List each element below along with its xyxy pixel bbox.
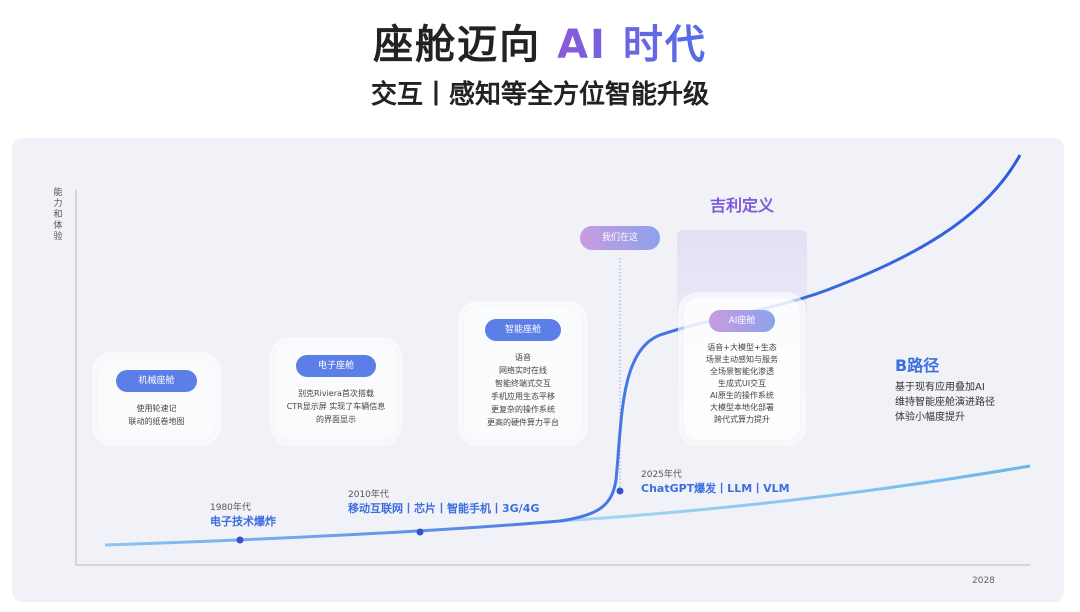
card-mechanical-cockpit: 机械座舱 使用轮速记联动的纸卷地图 <box>98 358 215 440</box>
card-tag: 电子座舱 <box>295 355 376 377</box>
b-path-curve <box>559 464 1031 523</box>
era-headline: ChatGPT爆发丨LLM丨VLM <box>641 482 790 495</box>
card-tag: AI座舱 <box>708 310 776 332</box>
card-line: 的界面显示 <box>316 415 356 424</box>
card-line: AI原生的操作系统 <box>710 391 774 400</box>
card-line: 使用轮速记 <box>136 404 177 413</box>
era-dot-1980 <box>236 536 244 544</box>
card-line: 别克Riviera首次搭载 <box>298 389 374 398</box>
card-ai-cockpit: AI座舱 语音+大模型+生态场景主动感知与服务全场景智能化渗透生成式UI交互 AI… <box>684 298 800 440</box>
y-axis-label: 能力和体验 <box>53 188 63 242</box>
card-line: 网络实时在线 <box>499 366 547 375</box>
era-dot-2010 <box>416 528 424 536</box>
era-2010: 2010年代 移动互联网丨芯片丨智能手机丨3G/4G <box>348 487 539 516</box>
era-year: 2010年代 <box>348 490 389 500</box>
b-path-annotation: B路径 基于现有应用叠加AI 维持智能座舱演进路径体验小幅度提升 <box>895 352 995 425</box>
card-line: 更复杂的操作系统 <box>491 405 555 414</box>
card-smart-cockpit: 智能座舱 语音网络实时在线智能终端式交互手机应用生态平移更复杂的操作系统更高的硬… <box>464 307 582 440</box>
card-line: 语音+大模型+生态 <box>707 343 777 352</box>
b-path-line: 体验小幅度提升 <box>895 412 965 423</box>
era-year: 1980年代 <box>210 503 251 513</box>
card-line: 大模型本地化部署 <box>710 403 774 412</box>
era-2025: 2025年代 ChatGPT爆发丨LLM丨VLM <box>641 467 790 496</box>
era-headline: 电子技术爆炸 <box>210 515 276 528</box>
card-line: 更高的硬件算力平台 <box>487 418 559 427</box>
era-dot-2025 <box>616 487 624 495</box>
card-line: 跨代式算力提升 <box>714 415 770 424</box>
card-tag: 智能座舱 <box>484 319 561 341</box>
b-path-line: 基于现有应用叠加AI <box>895 382 985 393</box>
card-tag: 机械座舱 <box>116 370 197 392</box>
era-year: 2025年代 <box>641 470 682 480</box>
card-line: 全场景智能化渗透 <box>710 367 774 376</box>
card-electronic-cockpit: 电子座舱 别克Riviera首次搭载 CTR显示屏 实现了车辆信息的界面显示 <box>276 343 396 440</box>
main-curve <box>104 154 1022 547</box>
card-line: 生成式UI交互 <box>717 379 767 388</box>
card-line: 联动的纸卷地图 <box>128 417 185 426</box>
we-are-here-marker: 我们在这 <box>580 226 660 250</box>
page-title: 座舱迈向 AI 时代 <box>0 12 1080 70</box>
card-line: CTR显示屏 实现了车辆信息 <box>286 402 386 411</box>
card-line: 语音 <box>515 353 531 362</box>
title-highlight: AI 时代 <box>557 22 707 68</box>
card-line: 智能终端式交互 <box>495 379 551 388</box>
b-path-line: 维持智能座舱演进路径 <box>895 397 995 408</box>
era-headline: 移动互联网丨芯片丨智能手机丨3G/4G <box>348 502 540 515</box>
era-1980: 1980年代 电子技术爆炸 <box>210 500 276 529</box>
title-prefix: 座舱迈向 <box>373 22 542 68</box>
x-axis-end-label: 2028 <box>972 576 995 586</box>
geely-label: 吉利定义 <box>709 196 774 215</box>
subtitle: 交互丨感知等全方位智能升级 <box>370 80 709 110</box>
card-line: 场景主动感知与服务 <box>706 355 778 364</box>
card-line: 手机应用生态平移 <box>491 392 555 401</box>
b-path-title: B路径 <box>895 356 940 375</box>
